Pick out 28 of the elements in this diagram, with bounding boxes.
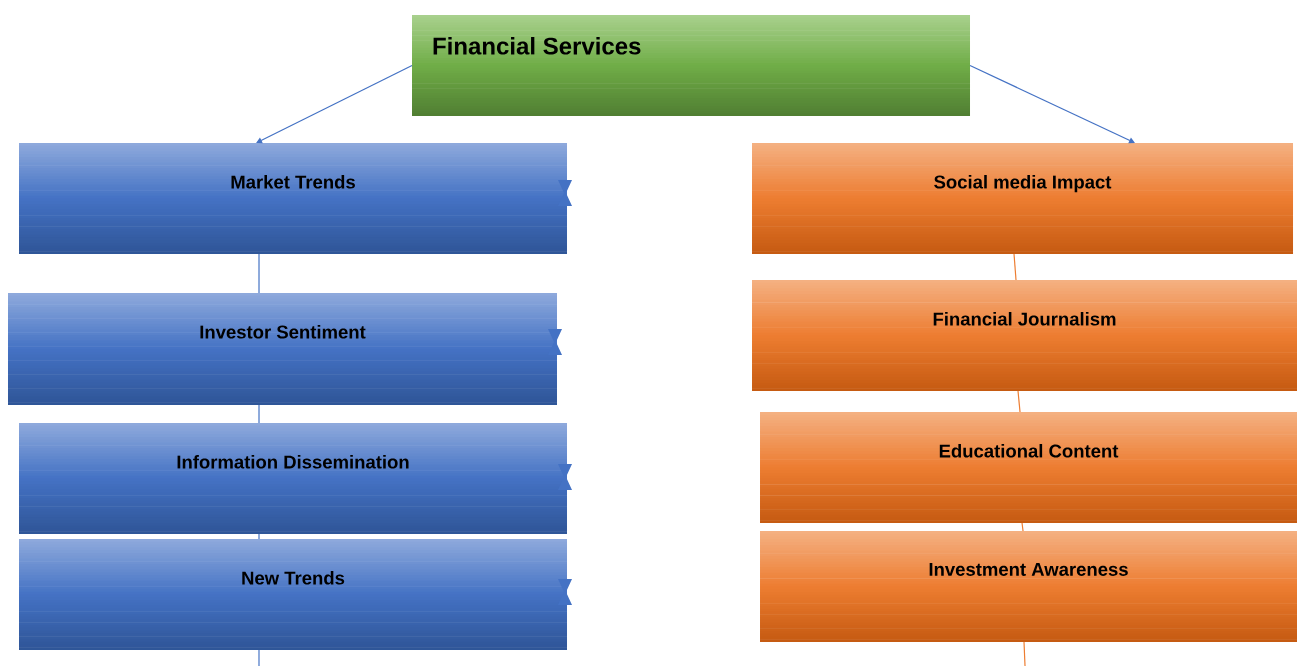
connector-line bbox=[1021, 522, 1024, 532]
node-label: Financial Services bbox=[433, 37, 641, 55]
node-label: Social media Impact bbox=[934, 175, 1112, 193]
topic-box: Investment Awareness bbox=[760, 531, 1297, 642]
connector-line bbox=[1017, 390, 1021, 413]
connector-line bbox=[258, 404, 260, 424]
connector-line bbox=[258, 533, 260, 540]
topic-box: Social media Impact bbox=[752, 143, 1293, 254]
connector-line bbox=[258, 253, 260, 294]
node-label: Investor Sentiment bbox=[200, 325, 366, 339]
topic-box: Educational Content bbox=[760, 412, 1297, 523]
topic-box: Investor Sentiment bbox=[8, 293, 557, 405]
topic-box: New Trends bbox=[19, 539, 567, 650]
node-label: New Trends bbox=[242, 571, 345, 585]
topic-box: Information Dissemination bbox=[19, 423, 567, 534]
node-label: Educational Content bbox=[939, 444, 1119, 458]
connector-line bbox=[258, 649, 260, 666]
connector-line bbox=[1013, 253, 1017, 281]
connector-line bbox=[1023, 641, 1026, 666]
node-label: Information Dissemination bbox=[177, 455, 409, 469]
title-box: Financial Services bbox=[412, 15, 970, 116]
topic-box: Financial Journalism bbox=[752, 280, 1297, 391]
arrow bbox=[969, 64, 1135, 144]
node-label: Financial Journalism bbox=[933, 312, 1116, 326]
topic-box: Market Trends bbox=[19, 143, 567, 254]
arrow bbox=[256, 64, 413, 144]
node-label: Market Trends bbox=[231, 175, 355, 189]
node-label: Investment Awareness bbox=[929, 563, 1128, 576]
